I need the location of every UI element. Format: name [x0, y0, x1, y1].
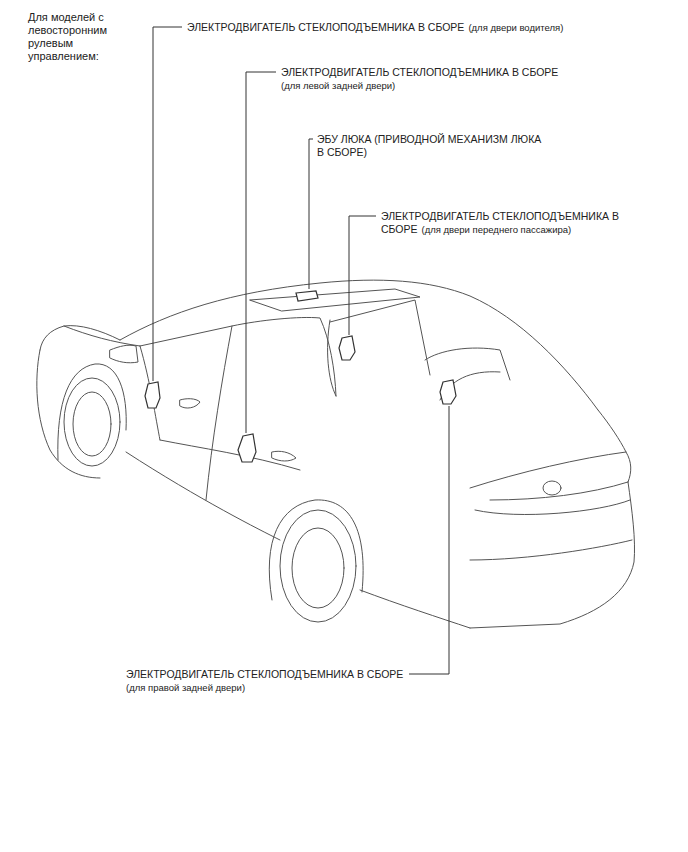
car-body	[470, 482, 635, 628]
car-body	[475, 500, 630, 515]
callout-label: ЭЛЕКТРОДВИГАТЕЛЬ СТЕКЛОПОДЪЕМНИКА В СБОР…	[380, 210, 644, 236]
car-body	[269, 500, 363, 600]
car-body	[543, 481, 561, 495]
car-body	[272, 451, 296, 461]
part-location: (для двери переднего пассажира)	[422, 224, 572, 235]
car-body	[120, 280, 598, 410]
part-icons	[145, 291, 456, 462]
car-body	[73, 392, 111, 456]
part-name: ЭЛЕКТРОДВИГАТЕЛЬ СТЕКЛОПОДЪЕМНИКА В СБОР…	[281, 66, 558, 78]
car-body	[37, 350, 100, 478]
car-body	[280, 510, 356, 622]
car-body	[126, 452, 280, 540]
note-text: Для моделей с левосторонним рулевым упра…	[27, 11, 133, 63]
car-body	[470, 452, 626, 488]
part-name: ЭЛЕКТРОДВИГАТЕЛЬ СТЕКЛОПОДЪЕМНИКА В СБОР…	[126, 668, 403, 680]
car-body	[250, 289, 420, 311]
car-body	[206, 326, 232, 500]
part-location: (для левой задней двери)	[281, 79, 558, 92]
callout-label: ЭЛЕКТРОДВИГАТЕЛЬ СТЕКЛОПОДЪЕМНИКА В СБОР…	[125, 668, 404, 694]
leader-lines	[409, 406, 449, 674]
callout-label: ЭБУ ЛЮКА (ПРИВОДНОЙ МЕХАНИЗМ ЛЮКА В СБОР…	[316, 133, 550, 159]
car-body	[328, 320, 336, 396]
part-icons	[339, 336, 355, 360]
note-text: Для моделей с левосторонним рулевым упра…	[28, 11, 107, 62]
car-body	[40, 326, 120, 350]
part-icons	[440, 380, 456, 404]
car-body	[598, 410, 631, 482]
car-body	[330, 300, 430, 375]
callout-label: ЭЛЕКТРОДВИГАТЕЛЬ СТЕКЛОПОДЪЕМНИКА В СБОР…	[186, 21, 564, 34]
part-name: ЭБУ ЛЮКА (ПРИВОДНОЙ МЕХАНИЗМ ЛЮКА В СБОР…	[317, 133, 541, 158]
leader-lines	[153, 27, 449, 674]
car-body	[490, 482, 628, 500]
car-body	[470, 540, 632, 560]
part-name: ЭЛЕКТРОДВИГАТЕЛЬ СТЕКЛОПОДЪЕМНИКА В СБОР…	[187, 21, 464, 33]
car-body	[140, 346, 160, 440]
callout-label: ЭЛЕКТРОДВИГАТЕЛЬ СТЕКЛОПОДЪЕМНИКА В СБОР…	[280, 66, 559, 92]
car-body	[140, 317, 336, 396]
car-body	[110, 345, 138, 363]
leader-lines	[153, 27, 182, 381]
part-location: (для правой задней двери)	[126, 681, 403, 694]
part-icons	[296, 291, 318, 301]
car-body	[180, 399, 200, 408]
part-location: (для двери водителя)	[468, 22, 563, 33]
leader-lines	[309, 139, 313, 289]
car-body	[292, 528, 344, 608]
car-body	[64, 326, 140, 346]
car-body	[160, 440, 300, 470]
leader-lines	[246, 72, 276, 433]
part-icons	[238, 434, 256, 462]
part-icons	[145, 382, 160, 408]
car-body	[360, 590, 470, 628]
car-body	[64, 378, 120, 466]
leader-lines	[349, 216, 376, 335]
car-body	[37, 280, 635, 628]
